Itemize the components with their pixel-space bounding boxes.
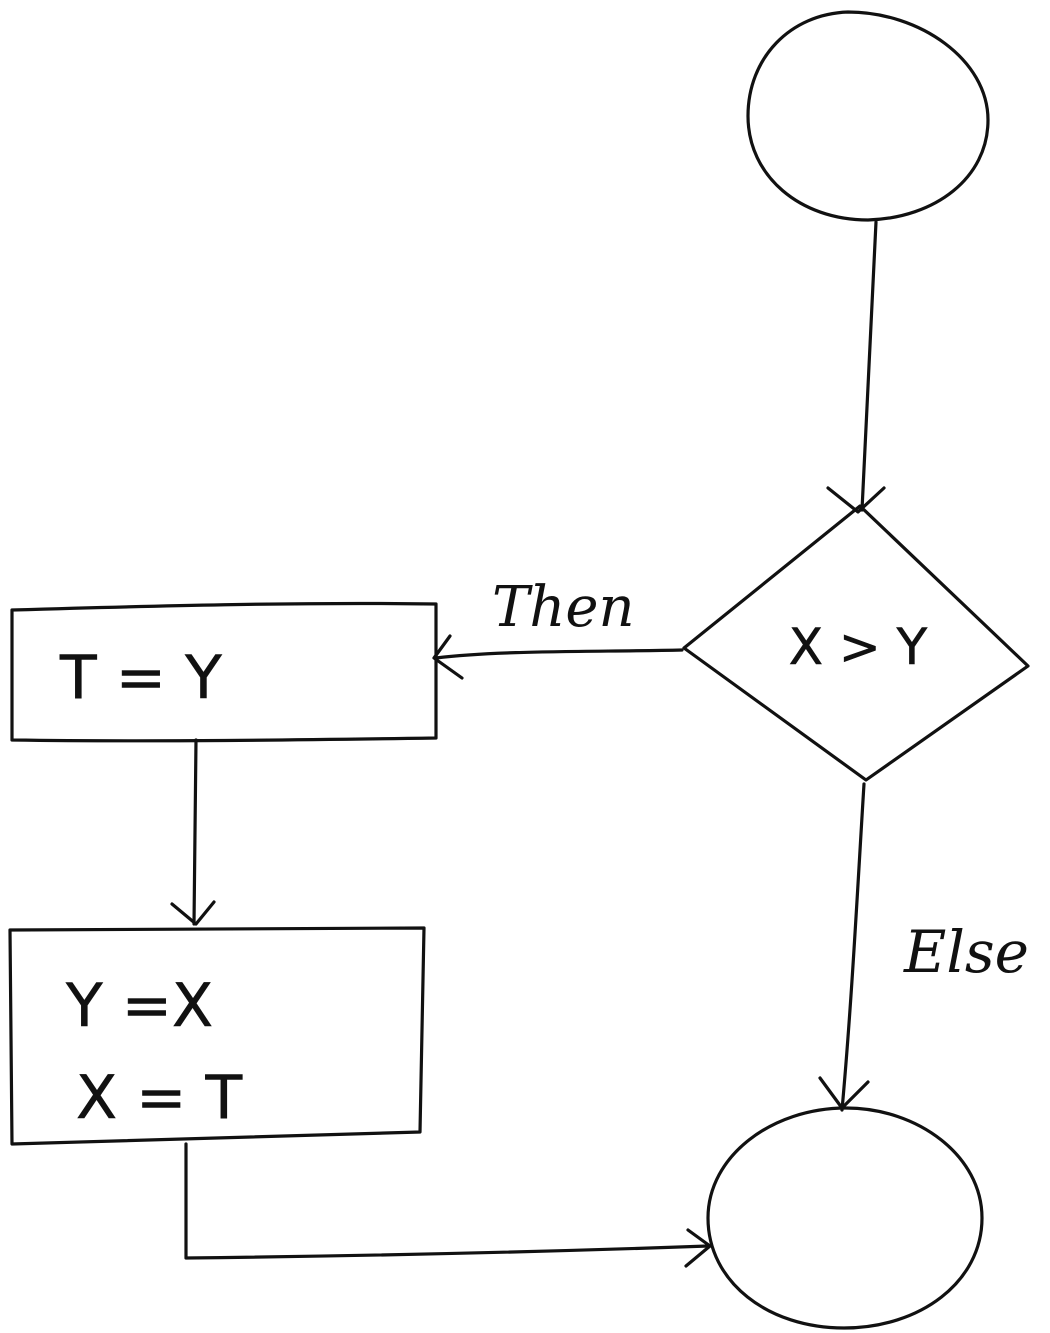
edge-decision-to-step1: Then <box>432 575 684 680</box>
step1-node: T = Y <box>10 601 438 743</box>
else-label: Else <box>903 918 1029 986</box>
arrowhead-icon <box>432 634 464 680</box>
arrowhead-icon <box>684 1228 712 1268</box>
edge-step1-to-step2 <box>170 738 216 926</box>
end-node <box>706 1106 984 1330</box>
arrowhead-icon <box>826 486 886 514</box>
then-label: Then <box>492 575 635 640</box>
edge-step2-to-end <box>184 1142 712 1268</box>
step2-line-1: Y =X <box>65 971 213 1041</box>
step2-line-2: X = T <box>76 1063 243 1133</box>
start-node <box>746 10 990 222</box>
step2-node: Y =X X = T <box>8 926 426 1146</box>
arrowhead-icon <box>170 900 216 926</box>
edge-decision-to-end: Else <box>818 782 1029 1112</box>
edge-start-to-decision <box>826 220 886 514</box>
step1-text: T = Y <box>59 643 222 713</box>
decision-node: X > Y <box>682 504 1030 782</box>
decision-text: X > Y <box>789 618 928 676</box>
